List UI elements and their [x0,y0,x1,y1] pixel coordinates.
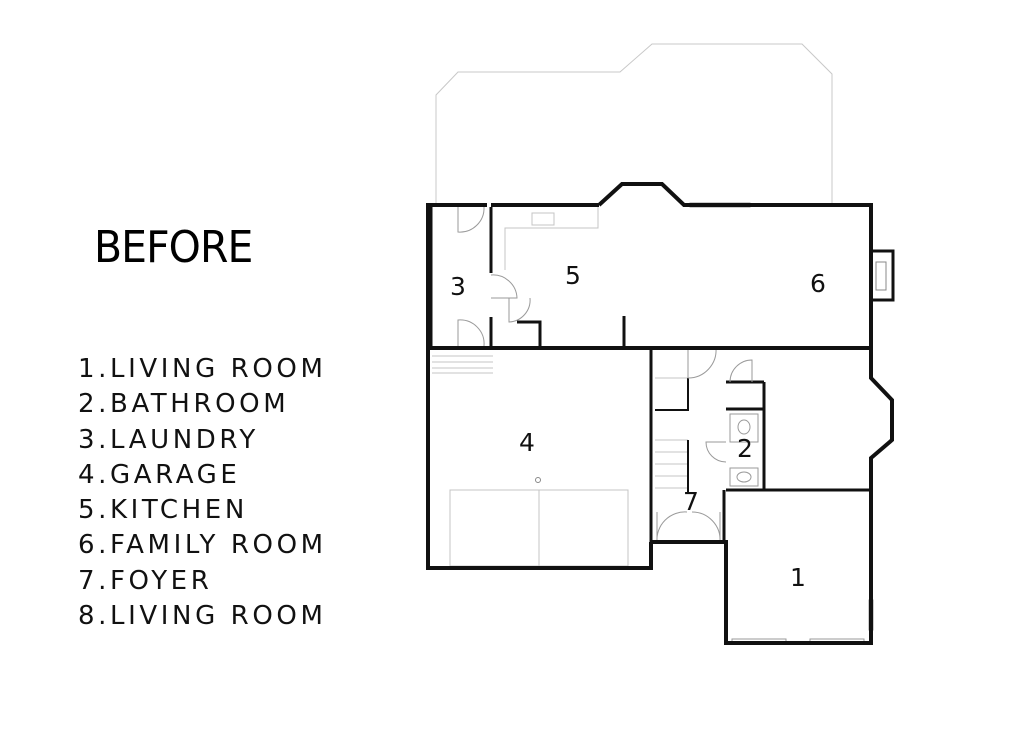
legend-item-kitchen: 5.KITCHEN [78,495,248,526]
room-number-kitchen: 5 [565,261,581,290]
garage-doors [449,489,629,567]
room-number-laundry: 3 [450,272,466,301]
legend-item-laundry: 3.LAUNDRY [78,424,259,455]
legend-item-garage: 4.GARAGE [78,459,241,490]
floor-drain [535,477,541,483]
legend-item-living-room: 1.LIVING ROOM [78,354,327,384]
deck-outline [435,43,833,203]
bath-fixtures [729,413,759,487]
page-title: BEFORE [94,222,253,273]
stairs [432,355,688,489]
room-number-bathroom: 2 [737,434,753,463]
room-number-garage: 4 [519,428,535,457]
room-number-foyer: 7 [683,487,699,516]
interior-walls [429,207,871,542]
door-swings [457,206,753,543]
room-legend: 1.LIVING ROOM 2.BATHROOM 3.LAUNDRY 4.GAR… [78,352,327,634]
stair-walls [655,378,689,492]
legend-item-foyer: 7.FOYER [78,565,213,596]
legend-item-living-room-8: 8.LIVING ROOM [78,601,327,632]
legend-item-family-room: 6.FAMILY ROOM [78,530,327,561]
fireplace [871,249,895,302]
windows [689,202,874,644]
legend-item-bathroom: 2.BATHROOM [78,389,290,420]
room-number-family-room: 6 [810,269,826,298]
room-number-living-room: 1 [790,563,806,592]
exterior-walls [426,182,894,645]
kitchen-counters [504,206,599,270]
